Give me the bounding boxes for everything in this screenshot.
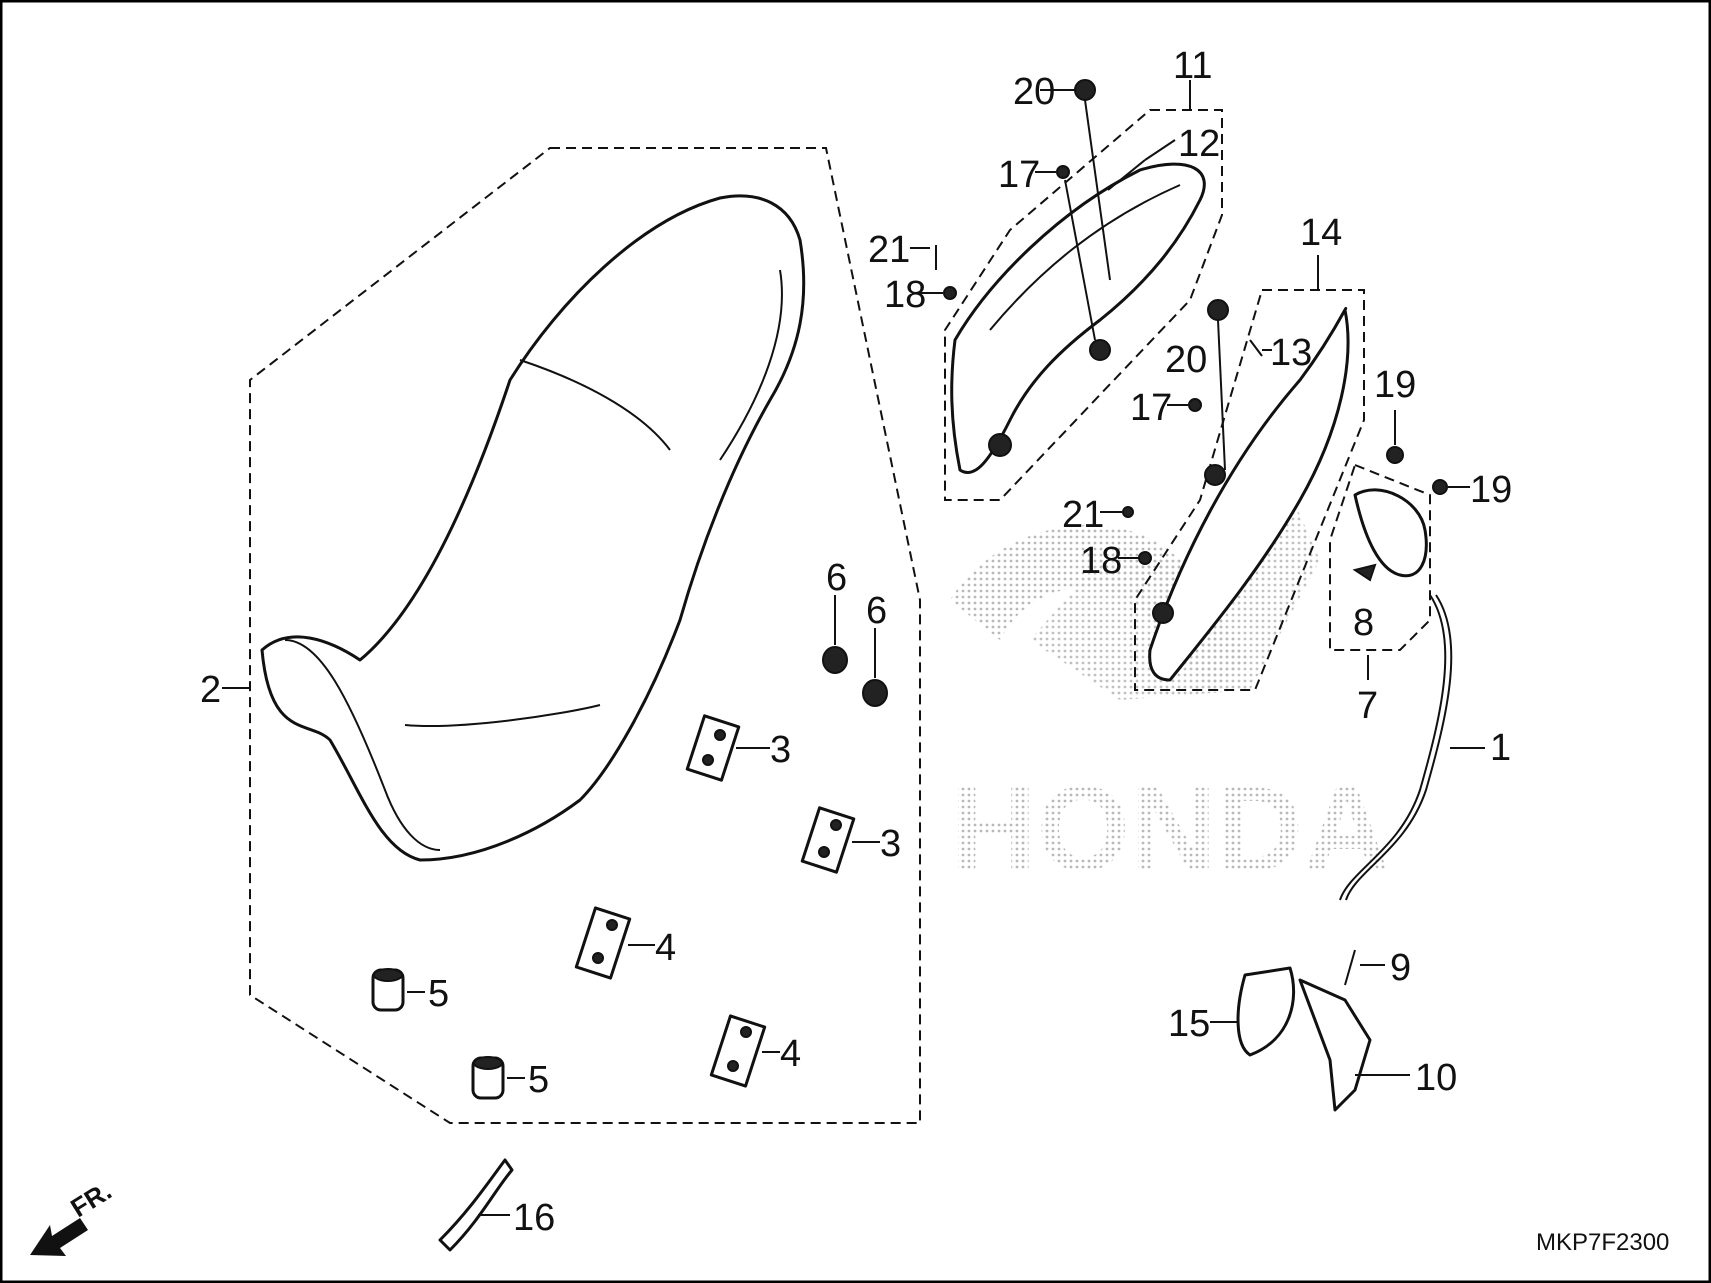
grab-rail-right-group [1134,289,1365,691]
callout-13: 13 [1270,332,1312,374]
callout-3-lower: 3 [880,823,901,865]
seat-group-outline [249,147,921,1124]
grab-rail-right [1148,306,1350,682]
callout-4: 4 [655,927,676,969]
screw-21b [1122,506,1134,518]
callout-6-right: 6 [866,590,887,632]
callout-20-right: 20 [1165,339,1207,381]
callout-2: 2 [200,669,221,711]
grab-rail-left-group [944,109,1223,501]
callout-21: 21 [868,229,910,271]
spring-8 [1352,563,1377,582]
callout-18-right: 18 [1080,540,1122,582]
bolt-13 [1249,339,1263,357]
front-direction-arrow: FR. [30,1175,117,1256]
grommet-6a [822,646,848,674]
latch-group [1329,463,1431,651]
diagram-code: MKP7F2300 [1536,1229,1669,1256]
callout-19: 19 [1374,364,1416,406]
callout-17-right: 17 [1130,387,1172,429]
honda-watermark: HONDA [950,470,1390,896]
callout-7: 7 [1357,685,1378,727]
callout-21-right: 21 [1062,494,1104,536]
callout-1: 1 [1490,727,1511,769]
washer-17b [1188,398,1202,412]
collar-18b [1138,551,1152,565]
callout-14: 14 [1300,212,1342,254]
cushion-5b [471,1056,505,1100]
collar-18a [943,286,957,300]
callout-9: 9 [1390,947,1411,989]
grab-rail-left [950,162,1206,474]
callout-6: 6 [826,557,847,599]
callout-8: 8 [1353,602,1374,644]
key-cylinder-10 [1298,978,1372,1112]
nut-20b [1207,299,1229,321]
seat-latch [1353,488,1428,578]
grommet-6b [862,679,888,707]
callout-20: 20 [1013,71,1055,113]
callout-3: 3 [770,729,791,771]
clip-4b [709,1014,767,1088]
bolt-12 [1107,159,1146,191]
cushion-5a [371,968,405,1012]
callout-5: 5 [428,973,449,1015]
seat-part [260,194,806,862]
callout-15: 15 [1168,1003,1210,1045]
clip-3a [685,714,741,782]
callout-17: 17 [998,154,1040,196]
callout-5-lower: 5 [528,1059,549,1101]
bolt-19b [1432,479,1448,495]
nut-20a [1074,79,1096,101]
direction-label: FR. [65,1175,116,1223]
bolt-19a [1386,446,1404,464]
callout-10: 10 [1415,1057,1457,1099]
callout-19-right: 19 [1470,469,1512,511]
clip-3b [800,806,856,874]
callout-18: 18 [884,274,926,316]
seat-strap-16 [438,1158,514,1252]
callout-4-lower: 4 [780,1033,801,1075]
washer-17a [1056,165,1070,179]
screw-9 [1344,949,1356,986]
watermark-text: HONDA [950,762,1390,896]
seat-lock-cable [1339,594,1447,901]
lock-cover-15 [1236,966,1296,1057]
callout-12: 12 [1178,123,1220,165]
callout-11: 11 [1173,45,1212,87]
clip-4a [574,906,632,980]
callout-16: 16 [513,1197,555,1239]
